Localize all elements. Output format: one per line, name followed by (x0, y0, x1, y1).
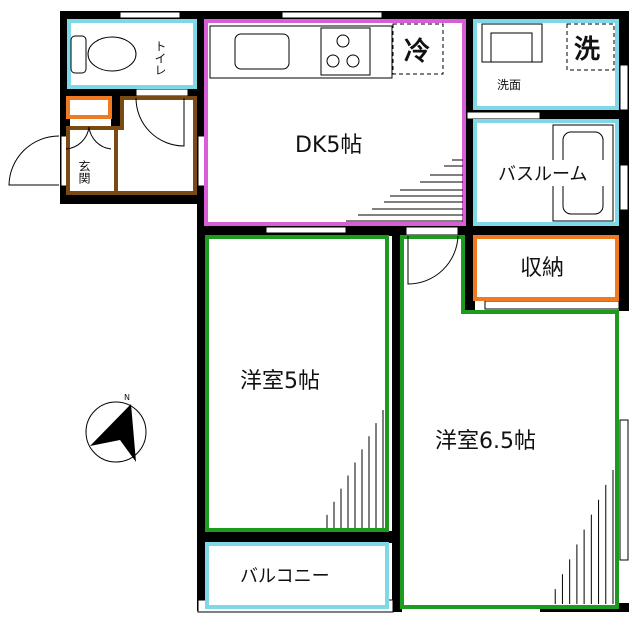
dk-label: DK5帖 (295, 133, 362, 158)
kitchen-counter (209, 25, 393, 79)
bathroom-label-bg (515, 160, 605, 186)
entrance-label: 玄関 (77, 159, 91, 184)
dk-stairs-hatch (346, 159, 463, 222)
room-hatch (326, 410, 614, 604)
washer-label: 洗 (574, 35, 600, 65)
toilet-room (67, 19, 197, 89)
svg-text:N: N (124, 393, 130, 402)
stove (320, 27, 371, 76)
compass-north-icon: N (85, 393, 147, 463)
western-room-65-label: 洋室6.5帖 (435, 429, 536, 454)
fridge-space (392, 23, 444, 75)
entrance-room (66, 126, 118, 195)
western-room-5 (205, 235, 389, 532)
hall (114, 96, 197, 195)
toilet-tank-icon (70, 35, 87, 74)
western-room-5-label: 洋室5帖 (240, 369, 320, 394)
shoe-storage (66, 96, 112, 119)
door-swing-icon (407, 235, 459, 285)
balcony (205, 542, 389, 609)
balcony-label: バルコニー (240, 566, 330, 587)
western-room-65 (400, 235, 619, 609)
washer-space (566, 23, 615, 71)
washroom (473, 19, 619, 110)
toilet-label: トイレ (153, 40, 167, 76)
sink-icon (234, 33, 290, 70)
washroom-label: 洗面 (497, 78, 521, 92)
toilet-bowl-icon (87, 36, 137, 72)
stove-burner-icon (326, 34, 360, 68)
washbasin-bowl (490, 32, 533, 63)
fridge-label: 冷 (404, 36, 430, 67)
bathroom-label: バスルーム (498, 164, 587, 185)
storage-label: 収納 (520, 256, 564, 281)
storage-room (473, 235, 619, 301)
